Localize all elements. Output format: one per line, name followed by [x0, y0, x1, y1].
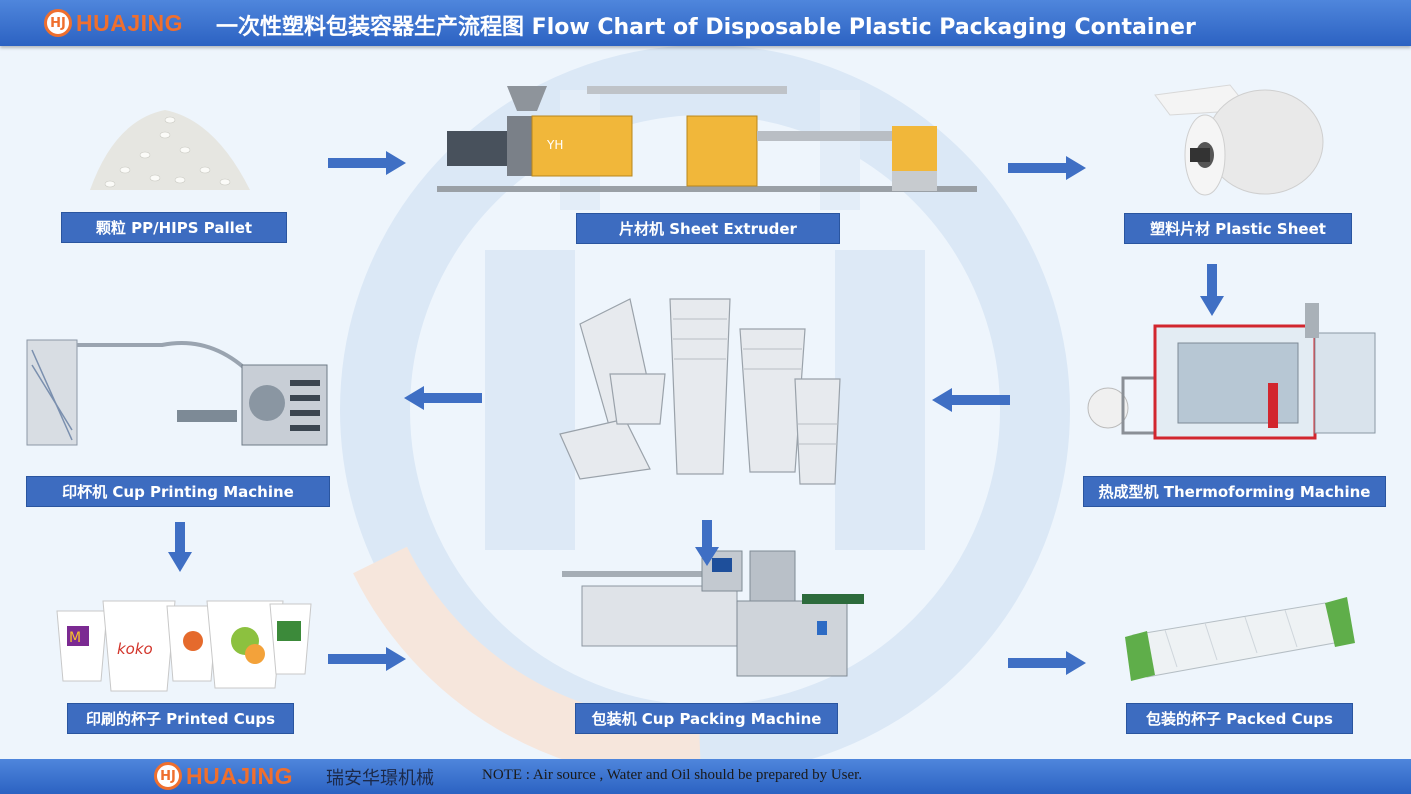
- cup-packing-machine-image: [562, 550, 864, 677]
- step-label-packed-cups: 包装的杯子 Packed Cups: [1126, 703, 1353, 734]
- svg-text:M: M: [69, 630, 81, 646]
- arrow-down-icon: [695, 520, 719, 566]
- step-label-pallet: 颗粒 PP/HIPS Pallet: [61, 212, 287, 243]
- footer-bar: HJ HUAJING 瑞安华璟机械 NOTE : Air source , Wa…: [0, 759, 1411, 794]
- step-label-sheet: 塑料片材 Plastic Sheet: [1124, 213, 1352, 244]
- page-title: 一次性塑料包装容器生产流程图 Flow Chart of Disposable …: [216, 15, 1196, 40]
- step-label-printing: 印杯机 Cup Printing Machine: [26, 476, 330, 507]
- cup-printing-machine-image: [26, 339, 328, 446]
- step-label-extruder: 片材机 Sheet Extruder: [576, 213, 840, 244]
- arrow-right-icon: [328, 151, 406, 175]
- svg-text:koko: koko: [117, 640, 153, 658]
- footer-logo-text: HUAJING: [186, 762, 294, 789]
- step-label-printed-cups: 印刷的杯子 Printed Cups: [67, 703, 294, 734]
- sheet-extruder-image: YH: [437, 86, 977, 192]
- arrow-down-icon: [168, 522, 192, 572]
- arrow-left-icon: [932, 388, 1010, 412]
- plastic-sheet-roll-image: [1154, 84, 1324, 196]
- logo-mark-icon: HJ: [44, 9, 72, 37]
- company-name: 瑞安华璟机械: [326, 768, 434, 789]
- thermoforming-machine-image: [1087, 303, 1376, 440]
- arrow-down-icon: [1200, 264, 1224, 316]
- logo-mark-icon: HJ: [154, 762, 182, 790]
- footer-note: NOTE : Air source , Water and Oil should…: [482, 767, 863, 783]
- footer-logo: HJ HUAJING: [154, 762, 293, 790]
- clear-cups-image: [559, 298, 841, 485]
- logo-text: HUAJING: [76, 9, 184, 36]
- arrow-right-icon: [328, 647, 406, 671]
- step-label-packing: 包装机 Cup Packing Machine: [575, 703, 838, 734]
- pellets-image: [90, 110, 250, 190]
- step-label-thermoforming: 热成型机 Thermoforming Machine: [1083, 476, 1386, 507]
- brand-logo: HJ HUAJING: [44, 9, 183, 37]
- printed-cups-image: M koko: [56, 600, 312, 692]
- arrow-right-icon: [1008, 156, 1086, 180]
- arrow-right-icon: [1008, 651, 1086, 675]
- arrow-left-icon: [404, 386, 482, 410]
- header-bar: HJ HUAJING 一次性塑料包装容器生产流程图 Flow Chart of …: [0, 0, 1411, 46]
- packed-cups-image: [1125, 597, 1355, 681]
- svg-text:YH: YH: [546, 138, 563, 152]
